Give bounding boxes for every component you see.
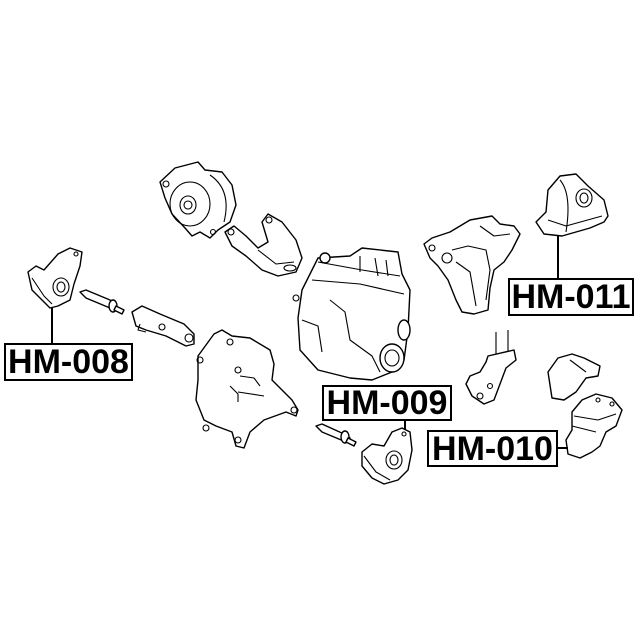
through-bolt-left (79, 289, 125, 315)
torque-rod (131, 305, 195, 347)
engine-block (292, 247, 411, 381)
label-hm009-text: HM-009 (326, 384, 448, 422)
label-hm008: HM-008 (4, 343, 133, 381)
label-hm011-text: HM-011 (511, 278, 631, 316)
label-hm011: HM-011 (508, 278, 634, 316)
through-bolt-center (315, 423, 357, 447)
front-mount-hm009 (361, 427, 413, 485)
label-hm010: HM-010 (427, 430, 558, 467)
round-mount-top-left (159, 161, 237, 239)
upper-bracket-arm (224, 213, 303, 277)
transmission-mount-bracket (423, 215, 521, 315)
stud-bracket (465, 330, 517, 405)
mount-bracket-cover (547, 353, 601, 401)
label-hm008-text: HM-008 (8, 343, 129, 381)
upper-mount-hm011 (535, 173, 609, 237)
large-bracket-plate (195, 329, 299, 449)
rear-mount-hm008 (27, 247, 83, 309)
side-mount-hm010 (565, 393, 623, 459)
label-hm009: HM-009 (322, 385, 452, 421)
label-hm010-text: HM-010 (432, 429, 553, 468)
